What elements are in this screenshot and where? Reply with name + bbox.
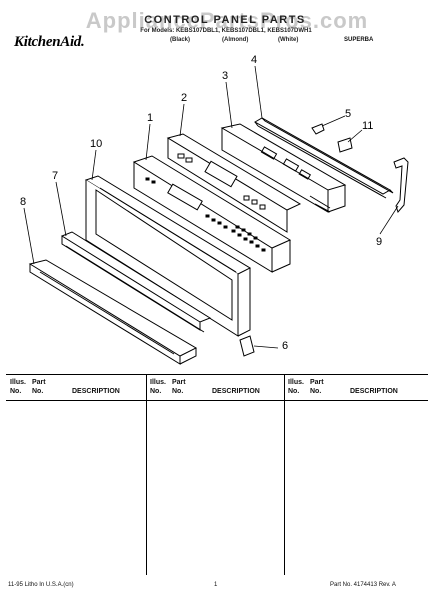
- litho-note: 11-95 Litho In U.S.A.(cn): [8, 582, 74, 588]
- ill-no-header: Illus.No.: [150, 379, 166, 395]
- table-header-rule: [6, 400, 428, 401]
- column-divider-1: [146, 375, 147, 575]
- part-10-frame: [84, 175, 252, 337]
- color-almond: (Almond): [222, 37, 249, 43]
- designer-label: SUPERBA: [344, 37, 374, 43]
- column-divider-2: [284, 375, 285, 575]
- callout-1: 1: [147, 112, 154, 124]
- page-number: 1: [214, 582, 218, 588]
- callout-8: 8: [20, 196, 27, 208]
- description-header: DESCRIPTION: [350, 388, 398, 395]
- callout-11: 11: [362, 120, 374, 132]
- part-6-clip: [239, 335, 255, 357]
- callout-4: 4: [251, 54, 258, 66]
- brand-logo: KitchenAid.: [14, 34, 85, 50]
- callout-9: 9: [376, 236, 383, 248]
- model-list: For Models: KEBS107DBL1, KEBS107DBL1, KE…: [140, 28, 312, 34]
- callout-6: 6: [282, 340, 289, 352]
- ill-no-header: Illus.No.: [10, 379, 26, 395]
- description-header: DESCRIPTION: [72, 388, 120, 395]
- ill-no-header: Illus.No.: [288, 379, 304, 395]
- color-black: (Black): [170, 37, 191, 43]
- part-2-overlay: [166, 133, 302, 233]
- callout-5: 5: [345, 108, 352, 120]
- page-title: CONTROL PANEL PARTS: [144, 14, 306, 26]
- part-8-bottom-panel: [28, 259, 198, 365]
- table-top-rule: [6, 374, 428, 375]
- callout-2: 2: [181, 92, 188, 104]
- callout-3: 3: [222, 70, 229, 82]
- part-4-trim-strip: [253, 117, 394, 199]
- part-9-bracket: [393, 157, 409, 213]
- part-5-clip: [311, 123, 325, 135]
- part-number: Part No. 4174413 Rev. A: [330, 582, 396, 588]
- callout-7: 7: [52, 170, 59, 182]
- part-3-control-housing: [220, 123, 347, 213]
- description-header: DESCRIPTION: [212, 388, 260, 395]
- color-white: (White): [278, 37, 299, 43]
- watermark: AppliancePartsPros.com: [85, 8, 369, 33]
- callout-10: 10: [90, 138, 103, 150]
- part-7-trim-bar: [60, 231, 212, 333]
